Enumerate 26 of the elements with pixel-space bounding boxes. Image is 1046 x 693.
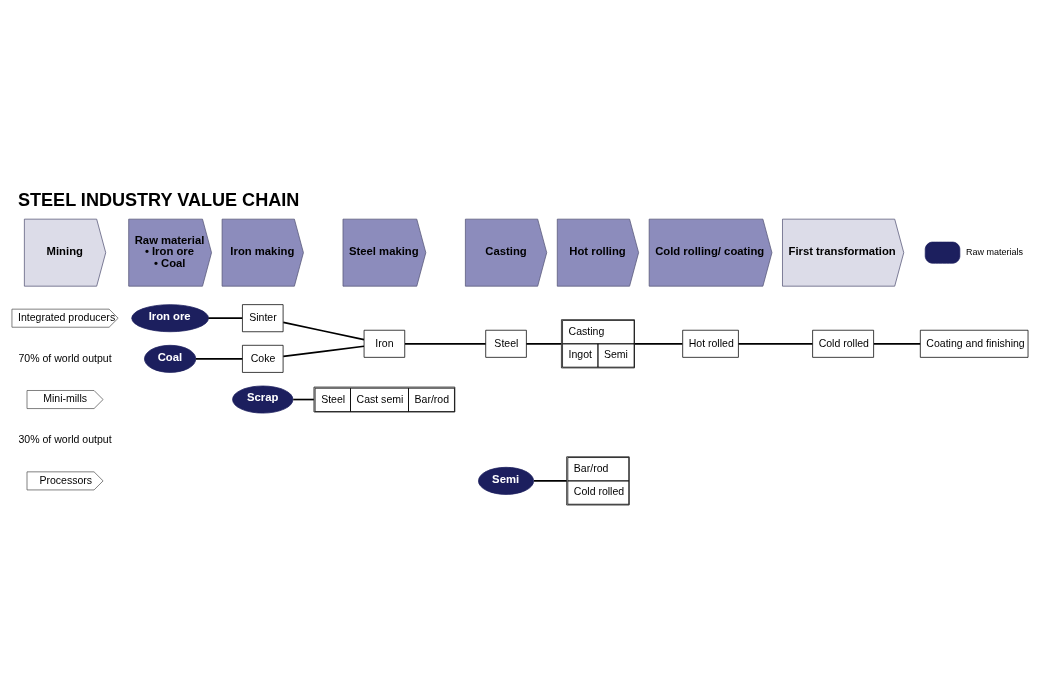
node-ellipse: Coal bbox=[144, 344, 197, 373]
node-box: Sinter bbox=[242, 303, 284, 332]
node-box: Steel bbox=[485, 329, 527, 358]
connector bbox=[525, 342, 563, 345]
connector bbox=[737, 342, 814, 345]
connector bbox=[194, 357, 244, 360]
node-label: 70% of world output bbox=[18, 351, 112, 364]
connector bbox=[292, 398, 315, 400]
node-box: Hot rolled bbox=[682, 329, 739, 358]
connector bbox=[282, 321, 365, 340]
node-ellipse: Scrap bbox=[232, 385, 294, 413]
connector bbox=[633, 342, 684, 345]
node-ellipse: Semi bbox=[478, 466, 535, 495]
node-box: Coke bbox=[242, 344, 284, 373]
node-box: Cold rolled bbox=[812, 329, 874, 358]
connector bbox=[404, 342, 487, 345]
diagram-title: STEEL INDUSTRY VALUE CHAIN bbox=[17, 189, 300, 210]
connector bbox=[873, 342, 921, 345]
connector bbox=[533, 479, 568, 482]
node-box: Iron bbox=[363, 329, 406, 358]
node-box: Coating and finishing bbox=[919, 329, 1029, 358]
node-ellipse: Iron ore bbox=[131, 303, 209, 332]
connector bbox=[282, 344, 365, 357]
connector bbox=[207, 316, 243, 319]
legend-label: Raw materials bbox=[965, 246, 1024, 257]
node-label: 30% of world output bbox=[18, 432, 112, 445]
